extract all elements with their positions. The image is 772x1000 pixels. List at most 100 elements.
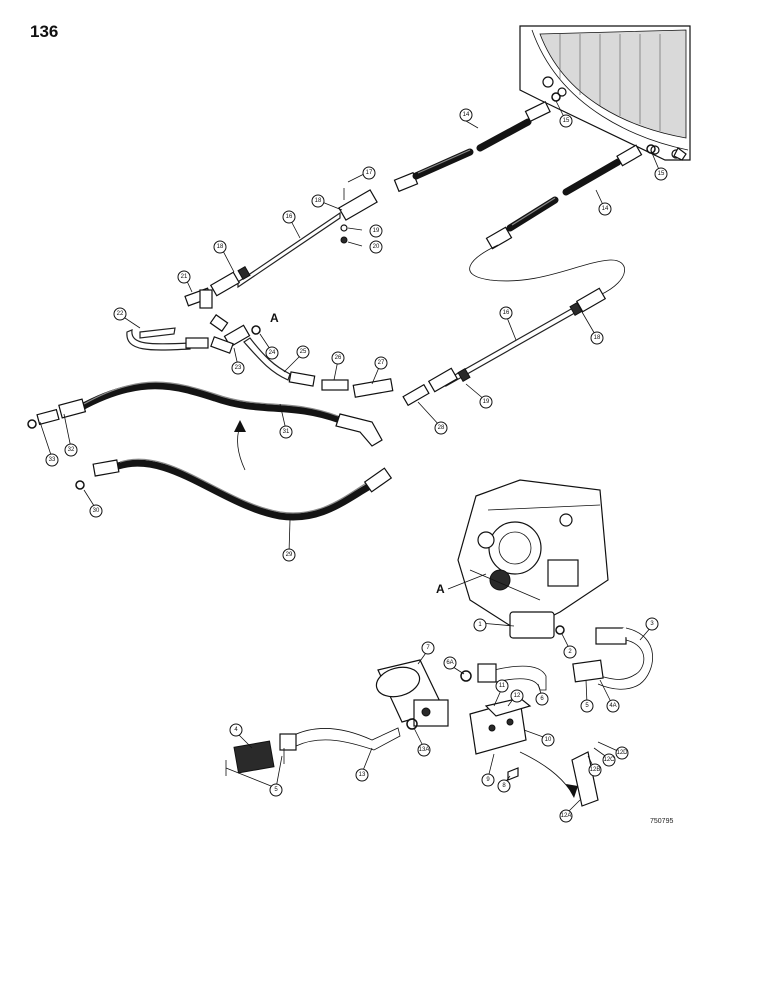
callout-21: 21: [177, 270, 191, 284]
svg-text:3: 3: [650, 621, 654, 627]
callout-3: 3: [645, 617, 659, 631]
svg-text:26: 26: [335, 355, 342, 361]
fittings-cluster: [126, 287, 430, 407]
svg-text:4: 4: [234, 727, 238, 733]
svg-text:6: 6: [540, 696, 544, 702]
svg-text:33: 33: [49, 457, 56, 463]
callout-9: 9: [481, 773, 495, 787]
svg-text:2: 2: [568, 649, 572, 655]
hose-6: [460, 663, 547, 691]
svg-text:11: 11: [499, 683, 506, 689]
svg-text:6A: 6A: [446, 660, 453, 666]
svg-text:28: 28: [438, 425, 445, 431]
hose-29: [75, 458, 393, 521]
svg-text:12C: 12C: [603, 757, 615, 763]
svg-text:15: 15: [658, 171, 665, 177]
hose-14-lower: [485, 144, 656, 250]
callout-24: 24: [265, 346, 279, 360]
hose-31: [27, 381, 383, 447]
callout-18-tee: 18: [311, 194, 325, 208]
bracket-10: [469, 697, 532, 781]
svg-text:23: 23: [235, 365, 242, 371]
svg-text:5: 5: [274, 787, 278, 793]
callout-31: 31: [279, 425, 293, 439]
svg-text:13A: 13A: [419, 747, 430, 753]
svg-text:4A: 4A: [609, 703, 616, 709]
svg-text:20: 20: [373, 244, 380, 250]
svg-text:8: 8: [502, 783, 506, 789]
svg-text:5: 5: [585, 703, 589, 709]
callout-33: 33: [45, 453, 59, 467]
tube-16-upper: [209, 188, 378, 297]
callout-2: 2: [563, 645, 577, 659]
hose-3-assembly: [572, 627, 655, 690]
svg-text:21: 21: [181, 274, 188, 280]
capillary-line: [469, 244, 625, 296]
callout-19-lower: 19: [479, 395, 493, 409]
callout-6: 6: [535, 692, 549, 706]
callout-12: 12: [510, 689, 524, 703]
callout-6a: 6A: [443, 656, 457, 670]
hose-sleeve-4: [225, 740, 285, 776]
tube-16-lower: [427, 287, 607, 393]
callout-5-right: 5: [580, 699, 594, 713]
hose-14-upper: [393, 92, 561, 193]
svg-text:19: 19: [483, 399, 490, 405]
callout-12a: 12A: [559, 809, 573, 823]
callout-13a: 13A: [417, 743, 431, 757]
callout-14-lower: 14: [598, 202, 612, 216]
callout-11: 11: [495, 679, 509, 693]
filter-7: [375, 659, 449, 730]
callout-22: 22: [113, 307, 127, 321]
svg-text:12D: 12D: [616, 750, 628, 756]
svg-text:15: 15: [563, 118, 570, 124]
callout-20: 20: [369, 240, 383, 254]
callout-13: 13: [355, 768, 369, 782]
callout-14-upper: 14: [459, 108, 473, 122]
tube-13: [279, 727, 401, 751]
svg-text:30: 30: [93, 508, 100, 514]
svg-text:14: 14: [602, 206, 609, 212]
callout-12b: 12B: [588, 763, 602, 777]
svg-text:18: 18: [315, 198, 322, 204]
svg-text:17: 17: [366, 170, 373, 176]
svg-text:1: 1: [478, 622, 482, 628]
svg-text:7: 7: [426, 645, 430, 651]
callout-29: 29: [282, 548, 296, 562]
callout-15-lower: 15: [654, 167, 668, 181]
callout-26: 26: [331, 351, 345, 365]
direction-arrow: [237, 425, 246, 471]
callout-1: 1: [473, 618, 487, 632]
callout-16-lower: 16: [499, 306, 513, 320]
callout-25: 25: [296, 345, 310, 359]
svg-text:32: 32: [68, 447, 75, 453]
svg-text:29: 29: [286, 552, 293, 558]
callout-18-left: 18: [213, 240, 227, 254]
svg-text:19: 19: [373, 228, 380, 234]
callout-16-upper: 16: [282, 210, 296, 224]
reference-letter-a-lower: A: [436, 582, 445, 596]
callout-15-upper: 15: [559, 114, 573, 128]
callout-23: 23: [231, 361, 245, 375]
svg-text:14: 14: [463, 112, 470, 118]
callout-27: 27: [374, 356, 388, 370]
svg-text:13: 13: [359, 772, 366, 778]
svg-text:12B: 12B: [590, 767, 601, 773]
svg-text:27: 27: [378, 360, 385, 366]
svg-text:22: 22: [117, 311, 124, 317]
drawing-code: 750795: [650, 818, 674, 825]
callout-7: 7: [421, 641, 435, 655]
callout-5-left: 5: [269, 783, 283, 797]
reference-letter-a-upper: A: [270, 311, 279, 325]
svg-text:24: 24: [269, 350, 276, 356]
callout-30: 30: [89, 504, 103, 518]
callout-12c: 12C: [602, 753, 616, 767]
svg-text:9: 9: [486, 777, 490, 783]
svg-text:16: 16: [286, 214, 293, 220]
callout-19-upper: 19: [369, 224, 383, 238]
svg-text:10: 10: [545, 737, 552, 743]
svg-text:12A: 12A: [561, 813, 572, 819]
svg-text:25: 25: [300, 349, 307, 355]
transmission-housing: [457, 479, 609, 639]
